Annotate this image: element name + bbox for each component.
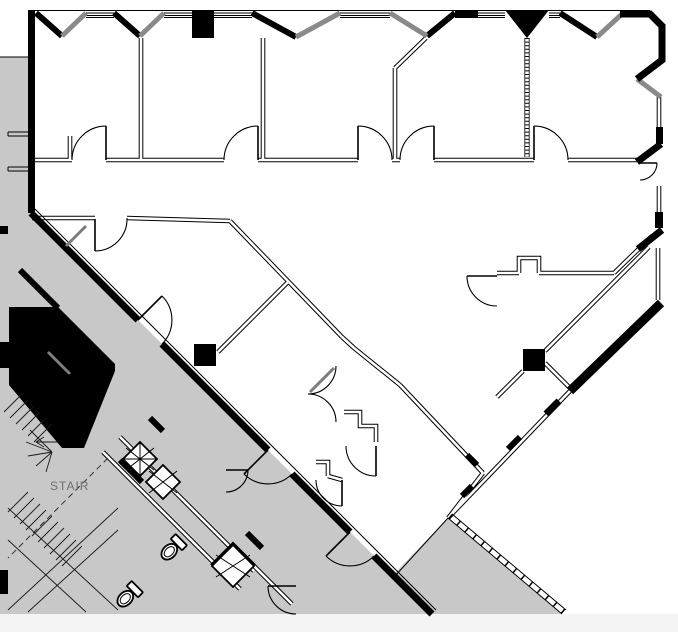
facade-piers xyxy=(459,434,523,499)
arrow-icon xyxy=(35,436,58,448)
southeast-facade-thick xyxy=(566,299,665,395)
x-braced-shaft-icon xyxy=(144,463,182,501)
x-braced-shaft-icon xyxy=(121,440,159,478)
stair: STAIR xyxy=(3,393,119,613)
toilet-icon xyxy=(116,580,144,608)
core-shade-peak xyxy=(391,518,562,614)
east-wall-pier xyxy=(656,127,663,144)
toilet-icon xyxy=(160,533,188,561)
elevator-bank-block xyxy=(9,307,115,448)
facade-solid-segment xyxy=(455,10,478,18)
stair-label: STAIR xyxy=(50,479,89,493)
stair-winders xyxy=(25,429,53,473)
mullioned-window-wall xyxy=(394,513,567,615)
window-bay-black-strokes xyxy=(34,10,599,40)
east-wall-jogs xyxy=(634,141,665,252)
bottom-margin-strip xyxy=(0,614,678,632)
corridor-wall xyxy=(28,208,437,617)
x-braced-shaft-icon xyxy=(210,543,256,589)
column-marker-triangular xyxy=(505,10,549,38)
door-leaves xyxy=(94,126,657,587)
glazing-lines xyxy=(86,12,648,18)
under-stair-hatch xyxy=(7,507,119,613)
stair-treads-icon xyxy=(3,393,83,567)
toilets xyxy=(116,533,188,608)
exterior-walls xyxy=(28,10,666,499)
core-shade-main xyxy=(0,57,432,614)
northeast-corner-wall xyxy=(620,10,666,82)
elevator-shafts xyxy=(121,440,256,589)
column-marker xyxy=(523,349,545,371)
east-wall-pier xyxy=(655,212,663,228)
window-bay-gray-strokes xyxy=(60,10,663,99)
partition-walls-inner xyxy=(32,37,661,605)
corridor-wall-face-line xyxy=(34,208,437,611)
west-exterior-wall xyxy=(28,10,35,213)
column-marker xyxy=(194,344,216,366)
corridor-wall-segments xyxy=(28,210,435,617)
column-marker xyxy=(192,10,214,38)
door-swing-arcs xyxy=(25,125,658,615)
north-window-wall xyxy=(34,10,663,99)
facade-pier xyxy=(543,398,562,417)
stair-break-line xyxy=(7,457,109,559)
shaded-core-area xyxy=(0,57,562,614)
door-leaves-gray xyxy=(46,224,336,394)
left-wall-stubs xyxy=(7,131,28,172)
hatched-partition xyxy=(524,38,530,157)
